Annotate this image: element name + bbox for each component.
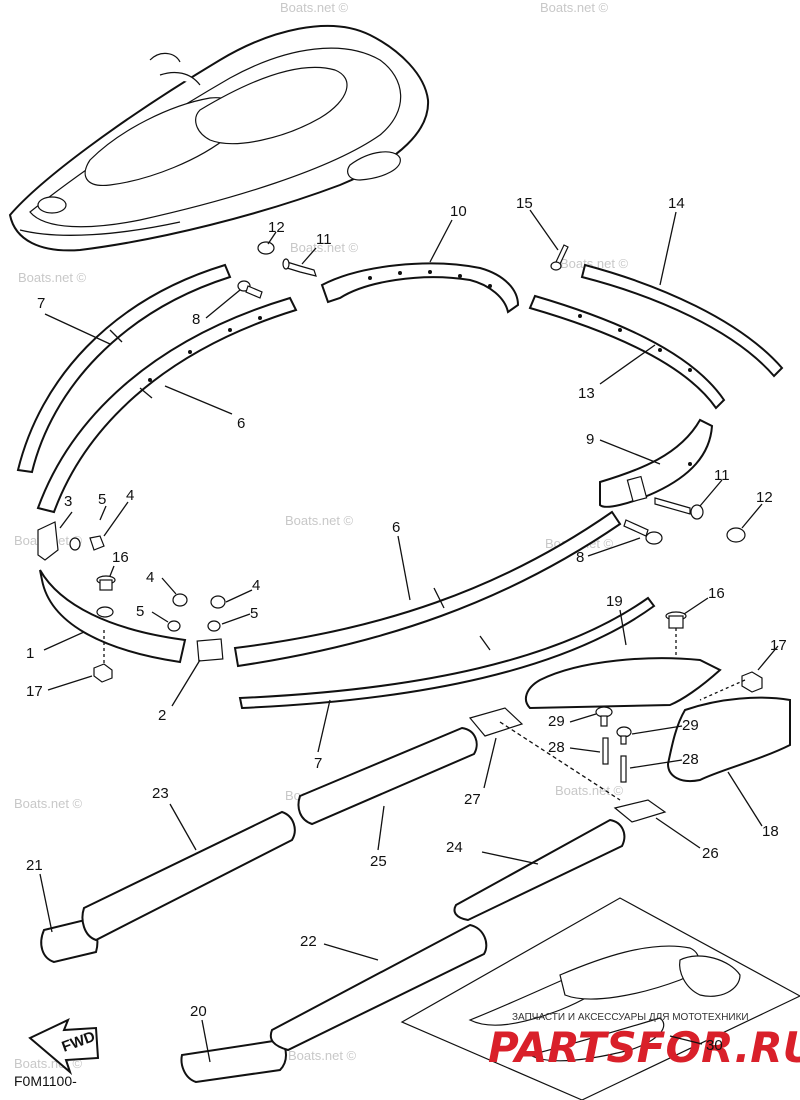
part-7-lower-strip: [238, 596, 656, 710]
watercraft-overview: [8, 24, 430, 252]
callout-17: 17: [26, 683, 43, 700]
callout-5: 5: [250, 605, 258, 622]
part-12-cap-lower: [726, 527, 746, 543]
callout-28: 28: [548, 739, 565, 756]
callout-8: 8: [192, 311, 200, 328]
part-6-lower-rail: [233, 510, 622, 668]
brand-logo-text: PARTSFOR.RU: [488, 1023, 800, 1072]
part-16-plug-left: [96, 575, 116, 591]
part-6-upper-rail: [36, 296, 298, 514]
decal-panels: [40, 726, 626, 1084]
callout-20: 20: [190, 1003, 207, 1020]
part-7-upper-strip: [16, 263, 232, 474]
watermark: Boats.net ©: [14, 796, 83, 811]
callout-11: 11: [714, 467, 730, 484]
callout-21: 21: [26, 857, 43, 874]
fwd-arrow-icon: FWD: [28, 1018, 100, 1076]
callout-15: 15: [516, 195, 533, 212]
part-30-kit: [400, 897, 800, 1100]
part-3-cap: [37, 521, 59, 561]
part-19-mat: [524, 657, 722, 710]
callout-26: 26: [702, 845, 719, 862]
callout-4: 4: [252, 577, 260, 594]
part-2-sleeve: [196, 638, 224, 662]
callout-17: 17: [770, 637, 787, 654]
figure-code: F0M1100-: [14, 1073, 77, 1089]
callout-5: 5: [98, 491, 106, 508]
watermark: Boats.net ©: [290, 240, 359, 255]
callout-25: 25: [370, 853, 387, 870]
callout-22: 22: [300, 933, 317, 950]
fasteners-28-29: [595, 706, 632, 783]
callout-18: 18: [762, 823, 779, 840]
part-17-pad-right: [699, 671, 763, 701]
callout-14: 14: [668, 195, 685, 212]
callout-3: 3: [64, 493, 72, 510]
watermark: Boats.net ©: [285, 513, 354, 528]
callout-27: 27: [464, 791, 481, 808]
watermark: Boats.net ©: [280, 0, 349, 15]
part-17-pad-left: [93, 630, 113, 683]
watermark: Boats.net ©: [288, 1048, 357, 1063]
callout-7: 7: [37, 295, 45, 312]
callout-8: 8: [576, 549, 584, 566]
brand-logo: ЗАПЧАСТИ И АКСЕССУАРЫ ДЛЯ МОТОТЕХНИКИ PA…: [488, 1012, 800, 1072]
part-13-rail: [528, 294, 726, 410]
callout-30: 30: [706, 1037, 723, 1054]
callout-9: 9: [586, 431, 594, 448]
callout-6: 6: [392, 519, 400, 536]
part-1-nose-rail: [39, 569, 187, 664]
part-11-rivet-upper: [282, 258, 317, 277]
callout-16: 16: [112, 549, 129, 566]
callout-4: 4: [146, 569, 154, 586]
callout-23: 23: [152, 785, 169, 802]
callout-12: 12: [268, 219, 285, 236]
part-14-strip: [580, 263, 784, 378]
part-9-rail-end: [599, 418, 714, 508]
part-27-plate: [468, 707, 621, 801]
part-8-bolt-upper: [237, 280, 263, 299]
part-26-plate: [613, 799, 667, 823]
callout-4: 4: [126, 487, 134, 504]
callout-1: 1: [26, 645, 34, 662]
watermark: Boats.net ©: [555, 783, 624, 798]
hardware-4-5: [69, 535, 226, 632]
callout-19: 19: [606, 593, 623, 610]
part-11-rivet-lower: [654, 497, 704, 520]
part-8-bolt-lower: [623, 519, 663, 545]
watermark: Boats.net ©: [540, 0, 609, 15]
part-12-cap-upper: [257, 241, 275, 255]
callout-2: 2: [158, 707, 166, 724]
callout-13: 13: [578, 385, 595, 402]
brand-tagline: ЗАПЧАСТИ И АКСЕССУАРЫ ДЛЯ МОТОТЕХНИКИ: [512, 1012, 749, 1023]
callout-6: 6: [237, 415, 245, 432]
part-18-mat: [666, 696, 791, 782]
callout-12: 12: [756, 489, 773, 506]
callout-7: 7: [314, 755, 322, 772]
watermark: Boats.net ©: [560, 256, 629, 271]
callout-29: 29: [548, 713, 565, 730]
callout-16: 16: [708, 585, 725, 602]
callout-10: 10: [450, 203, 467, 220]
watermark: Boats.net ©: [18, 270, 87, 285]
callout-29: 29: [682, 717, 699, 734]
callout-28: 28: [682, 751, 699, 768]
part-15-rivet: [550, 244, 569, 271]
part-10-bracket: [320, 262, 520, 314]
callout-24: 24: [446, 839, 463, 856]
callout-numbers: 7 6 8 12 11 10 15 14 13 9 11 12 8 6 7 3 …: [26, 195, 787, 1054]
leader-lines: [39, 209, 779, 1063]
callout-5: 5: [136, 603, 144, 620]
callout-11: 11: [316, 231, 332, 248]
